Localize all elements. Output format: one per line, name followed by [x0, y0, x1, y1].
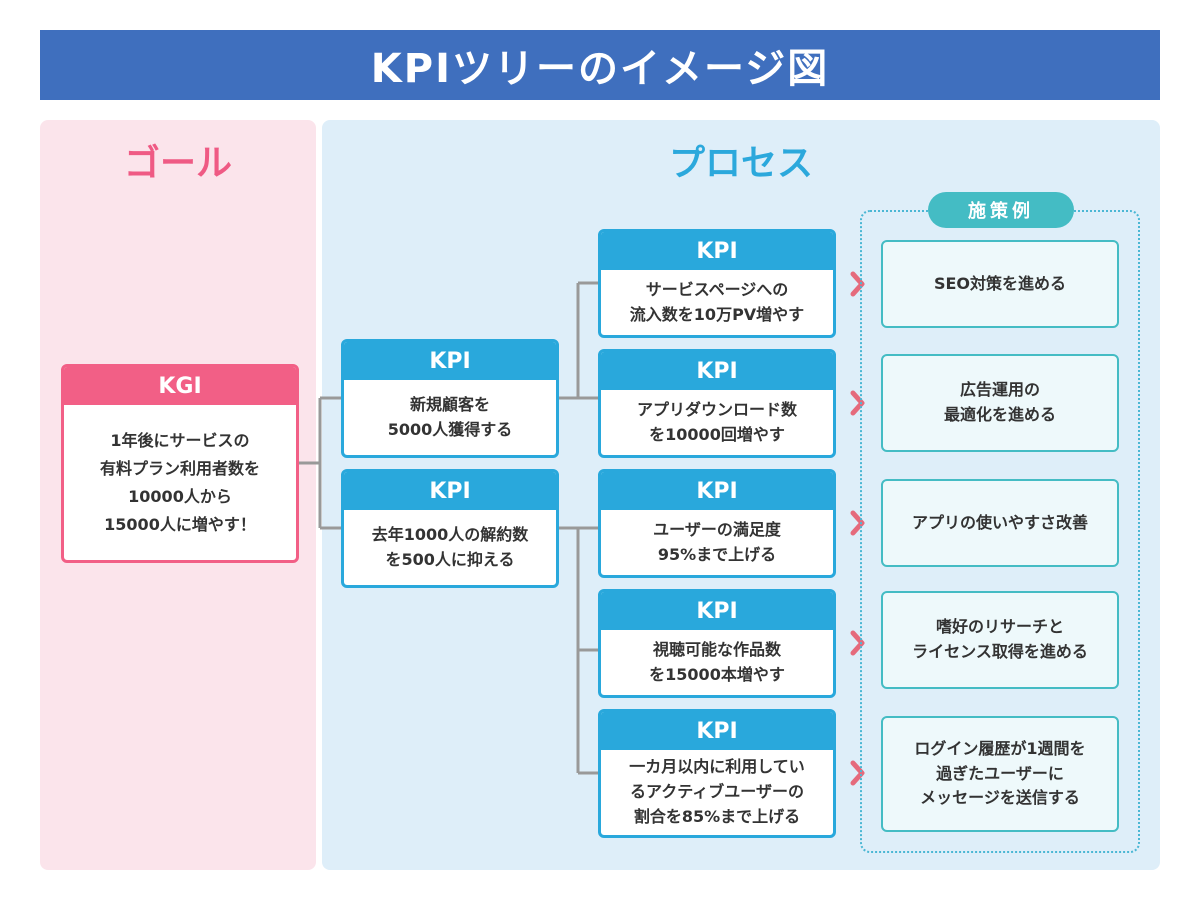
- arrow-chevron-2: [850, 390, 865, 416]
- arrow-chevron-3: [850, 510, 865, 536]
- measure-item-2: 広告運用の 最適化を進める: [881, 354, 1119, 452]
- kgi-box: KGI 1年後にサービスの 有料プラン利用者数を 10000人から 15000人…: [61, 364, 299, 563]
- kpi-text: 一カ月以内に利用してい るアクティブユーザーの 割合を85%まで上げる: [629, 757, 805, 826]
- kpi-box-level1-2: KPI 去年1000人の解約数 を500人に抑える: [341, 469, 559, 588]
- kpi-label: KPI: [344, 472, 556, 510]
- measure-item-1: SEO対策を進める: [881, 240, 1119, 328]
- measure-item-5: ログイン履歴が1週間を 過ぎたユーザーに メッセージを送信する: [881, 716, 1119, 832]
- kpi-box-level2-5: KPI 一カ月以内に利用してい るアクティブユーザーの 割合を85%まで上げる: [598, 709, 836, 838]
- kpi-text: 新規顧客を 5000人獲得する: [387, 394, 513, 439]
- kpi-box-level2-2: KPI アプリダウンロード数 を10000回増やす: [598, 349, 836, 458]
- arrow-chevron-5: [850, 760, 865, 786]
- kpi-label: KPI: [344, 342, 556, 380]
- kpi-box-level2-3: KPI ユーザーの満足度 95%まで上げる: [598, 469, 836, 578]
- measure-item-3: アプリの使いやすさ改善: [881, 479, 1119, 567]
- kpi-text: アプリダウンロード数 を10000回増やす: [636, 399, 797, 444]
- process-section-label: プロセス: [668, 143, 813, 184]
- kpi-text: 視聴可能な作品数 を15000本増やす: [649, 639, 785, 684]
- kpi-text: ユーザーの満足度 95%まで上げる: [653, 519, 781, 564]
- kpi-label: KPI: [601, 352, 833, 390]
- kpi-label: KPI: [601, 592, 833, 630]
- arrow-chevron-4: [850, 630, 865, 656]
- kpi-label: KPI: [601, 472, 833, 510]
- kgi-text: 1年後にサービスの 有料プラン利用者数を 10000人から 15000人に増やす…: [99, 430, 260, 534]
- diagram-title: KPIツリーのイメージ図: [40, 30, 1160, 100]
- measure-item-4: 嗜好のリサーチと ライセンス取得を進める: [881, 591, 1119, 689]
- kpi-box-level2-4: KPI 視聴可能な作品数 を15000本増やす: [598, 589, 836, 698]
- kpi-box-level2-1: KPI サービスページへの 流入数を10万PV増やす: [598, 229, 836, 338]
- arrow-chevron-1: [850, 271, 865, 297]
- kpi-text: サービスページへの 流入数を10万PV増やす: [629, 279, 805, 324]
- kpi-label: KPI: [601, 712, 833, 750]
- goal-section-label: ゴール: [123, 143, 232, 184]
- measures-label: 施策例: [928, 192, 1074, 228]
- kpi-label: KPI: [601, 232, 833, 270]
- kpi-box-level1-1: KPI 新規顧客を 5000人獲得する: [341, 339, 559, 458]
- kpi-text: 去年1000人の解約数 を500人に抑える: [371, 524, 529, 569]
- kgi-label: KGI: [64, 367, 296, 405]
